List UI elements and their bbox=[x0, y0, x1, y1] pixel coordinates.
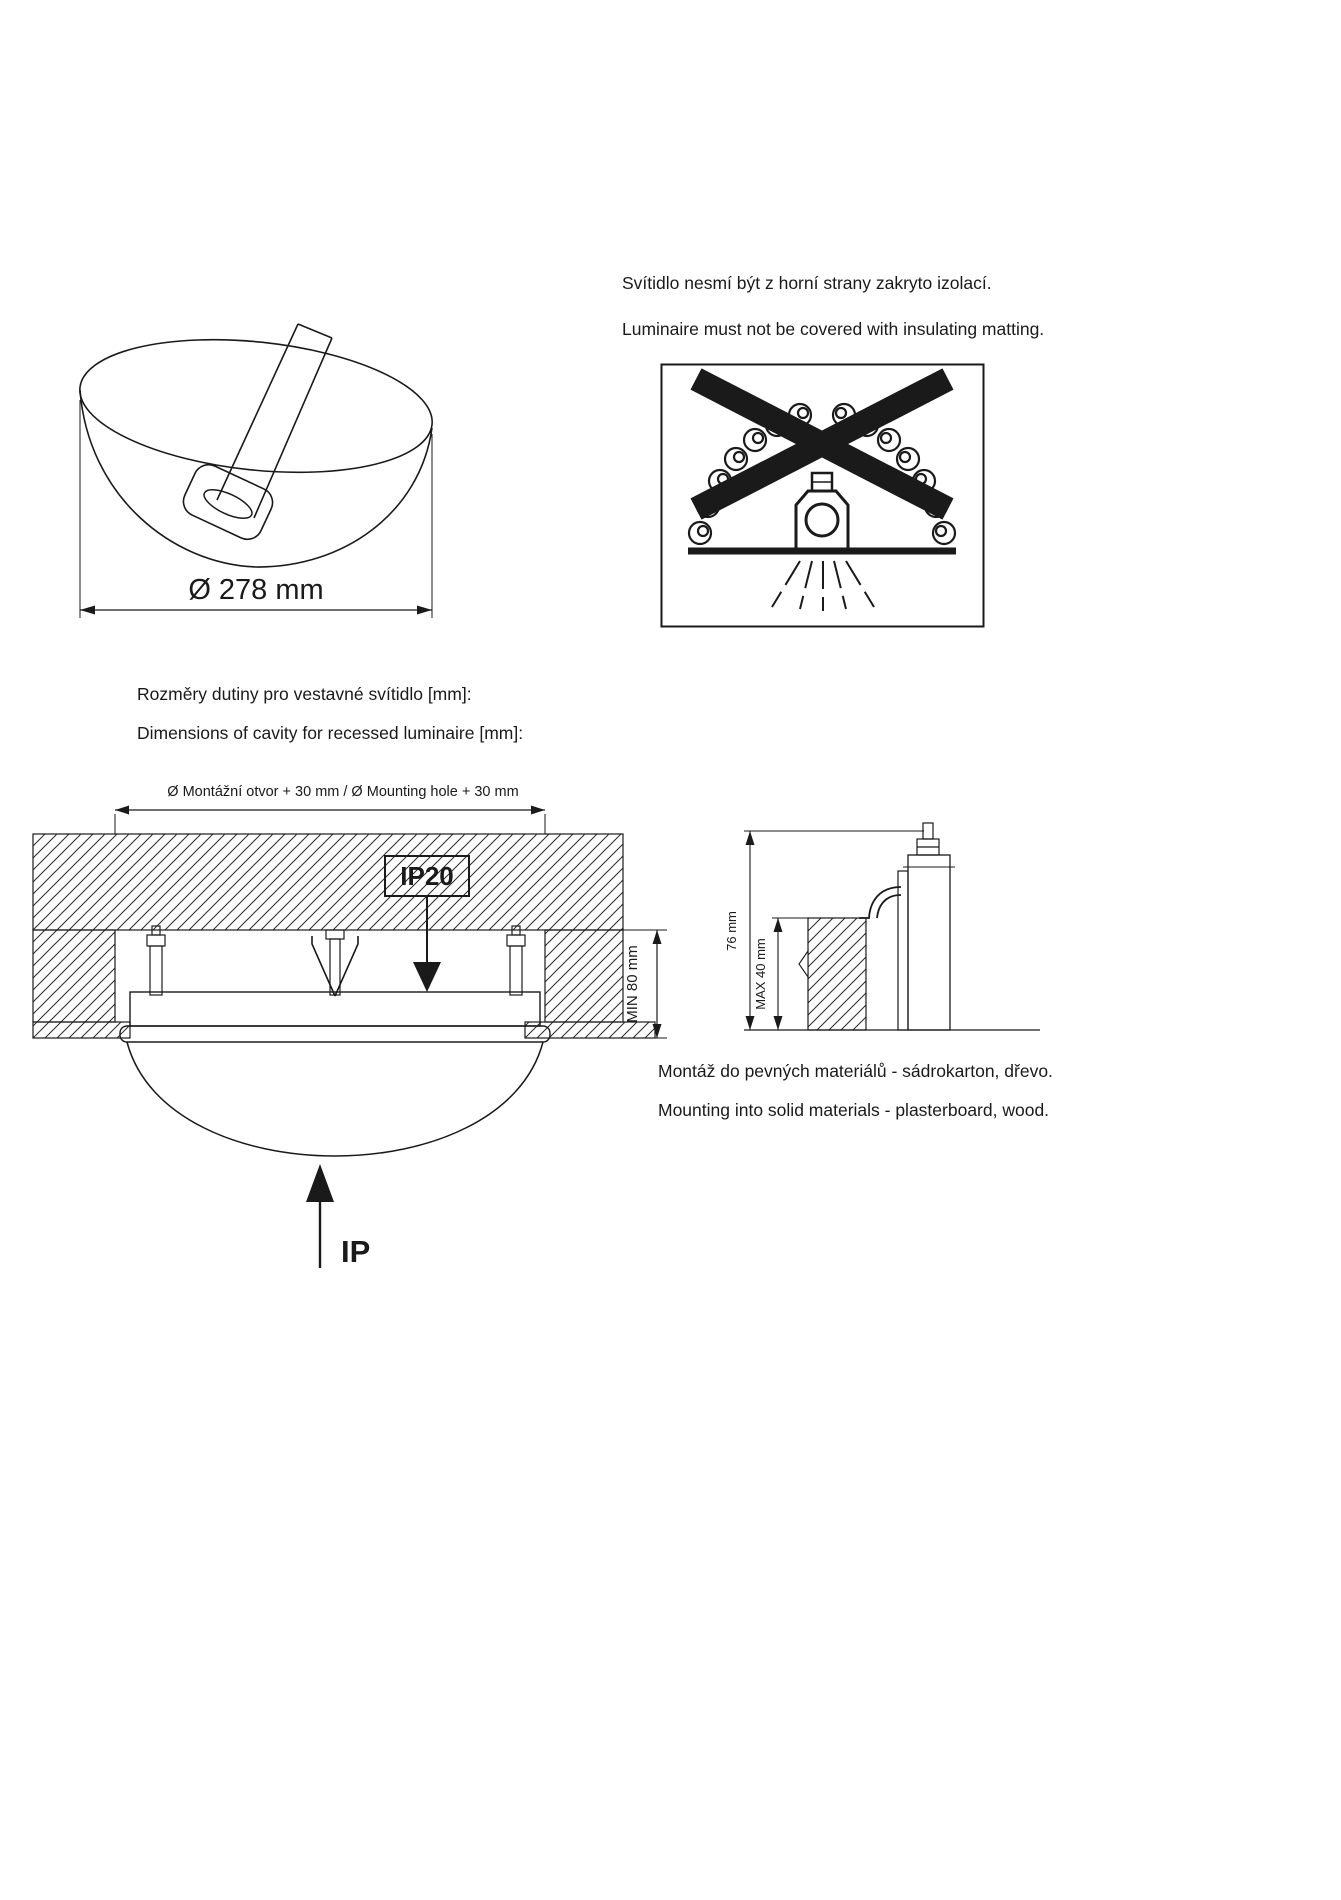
plasterboard-section bbox=[807, 917, 867, 1031]
spring-clip bbox=[859, 886, 902, 919]
hole-arrow-left bbox=[115, 805, 129, 815]
ip20-label: IP20 bbox=[400, 861, 454, 891]
mounting-note: Montáž do pevných materiálů - sádrokarto… bbox=[658, 1061, 1053, 1121]
luminaire-rim bbox=[79, 338, 433, 474]
max-arrow-bottom bbox=[773, 1016, 783, 1030]
hole-extension-lines bbox=[114, 814, 546, 834]
luminaire-housing bbox=[129, 991, 541, 1027]
max-thickness-label: MAX 40 mm bbox=[753, 938, 768, 1010]
insulation-band bbox=[32, 833, 624, 931]
cavity-note-cs: Rozměry dutiny pro vestavné svítidlo [mm… bbox=[137, 684, 472, 704]
luminaire-top-view-drawing: Ø 278 mm bbox=[79, 323, 433, 618]
height-label: 76 mm bbox=[724, 911, 739, 951]
mounting-note-en: Mounting into solid materials - plasterb… bbox=[658, 1100, 1050, 1120]
ip20-arrowhead bbox=[413, 962, 441, 992]
luminaire-flange bbox=[119, 1025, 551, 1043]
center-spring-bracket bbox=[311, 929, 359, 997]
diameter-label: Ø 278 mm bbox=[188, 574, 323, 606]
cavity-wall-left bbox=[32, 929, 116, 1023]
no-insulation-pictogram bbox=[660, 363, 985, 628]
insulation-note-en: Luminaire must not be covered with insul… bbox=[622, 319, 1045, 339]
diameter-extension-lines bbox=[79, 400, 433, 618]
material-break-mark bbox=[798, 949, 809, 979]
pictogram-frame bbox=[660, 363, 985, 628]
recessed-cavity-cross-section: Ø Montážní otvor + 30 mm / Ø Mounting ho… bbox=[32, 784, 667, 1269]
side-plate bbox=[897, 870, 909, 1031]
fixing-screw-left bbox=[146, 925, 166, 996]
diameter-arrow-right bbox=[417, 605, 432, 615]
light-rays bbox=[771, 560, 875, 611]
height-arrow-top bbox=[745, 831, 755, 845]
bracket-handle bbox=[182, 463, 274, 541]
prohibition-x-mark bbox=[690, 368, 954, 520]
mounting-hole-label: Ø Montážní otvor + 30 mm / Ø Mounting ho… bbox=[167, 784, 518, 800]
plasterboard-left bbox=[32, 1021, 131, 1039]
plasterboard-right bbox=[524, 1021, 656, 1039]
hole-arrow-right bbox=[531, 805, 545, 815]
luminaire-body bbox=[79, 389, 433, 568]
cavity-note: Rozměry dutiny pro vestavné svítidlo [mm… bbox=[137, 684, 523, 744]
mounting-note-cs: Montáž do pevných materiálů - sádrokarto… bbox=[658, 1061, 1053, 1081]
min-depth-arrow-bottom bbox=[652, 1024, 662, 1038]
max-arrow-top bbox=[773, 918, 783, 932]
ip-arrowhead bbox=[306, 1164, 334, 1202]
insulation-note-cs: Svítidlo nesmí být z horní strany zakryt… bbox=[622, 273, 992, 293]
min-depth-label: MIN 80 mm bbox=[624, 945, 641, 1023]
diameter-arrow-left bbox=[80, 605, 95, 615]
ip-label: IP bbox=[341, 1234, 370, 1269]
adjustment-bolt bbox=[916, 822, 940, 856]
diffuser-dome bbox=[126, 1041, 544, 1157]
bracket-slot bbox=[203, 489, 253, 519]
insulation-note: Svítidlo nesmí být z horní strany zakryt… bbox=[622, 273, 1044, 340]
fixing-screw-right bbox=[506, 925, 526, 996]
cavity-wall-right bbox=[544, 929, 624, 1023]
mounting-detail-cross-section: 76 mm MAX 40 mm bbox=[724, 822, 1040, 1031]
recessed-lamp-symbol bbox=[794, 471, 850, 551]
housing-side-profile bbox=[907, 854, 951, 1031]
min-depth-arrow-top bbox=[652, 930, 662, 944]
cavity-note-en: Dimensions of cavity for recessed lumina… bbox=[137, 723, 524, 743]
height-arrow-bottom bbox=[745, 1016, 755, 1030]
mounting-bracket bbox=[216, 323, 333, 519]
